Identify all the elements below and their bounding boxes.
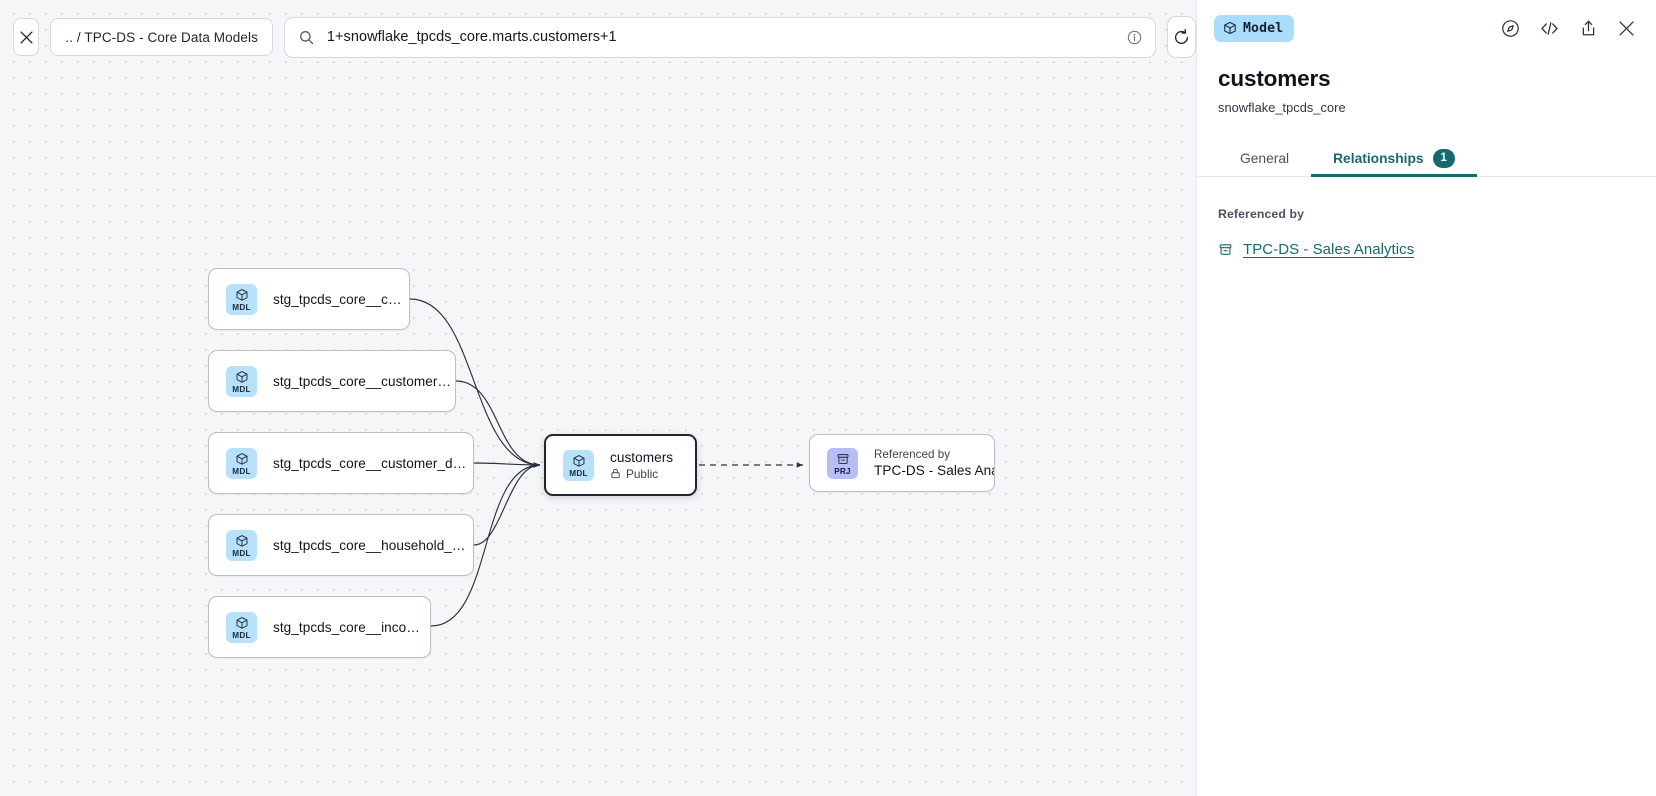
search-input[interactable]: [324, 28, 1116, 46]
graph-node[interactable]: MDL stg_tpcds_core__customer_demogra…: [208, 432, 474, 494]
panel-header-actions: [1501, 19, 1636, 38]
graph-node[interactable]: MDL stg_tpcds_core__customer: [208, 268, 410, 330]
model-chip-label: Model: [1243, 20, 1284, 36]
graph-node[interactable]: MDL stg_tpcds_core__household_demogr…: [208, 514, 474, 576]
tab-count-badge: 1: [1432, 148, 1455, 168]
cube-icon: [235, 616, 249, 630]
lineage-node-layer: MDL stg_tpcds_core__customerMDL stg_tpcds_…: [208, 268, 995, 658]
cube-icon: [235, 534, 249, 548]
graph-node-label: customers: [610, 449, 674, 465]
refresh-icon: [1174, 28, 1189, 44]
node-type-badge-mdl: MDL: [226, 611, 257, 643]
details-panel-header: Model: [1197, 0, 1656, 56]
cube-icon: [235, 452, 249, 466]
node-type-badge-mdl: MDL: [226, 365, 257, 397]
graph-node-visibility: Public: [610, 467, 673, 481]
relationships-body: Referenced by TPC-DS - Sales Analytics: [1197, 177, 1656, 258]
details-panel: Model: [1196, 0, 1656, 796]
close-icon: [20, 30, 33, 44]
referenced-by-link[interactable]: TPC-DS - Sales Analytics: [1243, 241, 1415, 258]
node-type-badge-mdl: MDL: [226, 447, 257, 479]
node-badge-text: MDL: [232, 466, 251, 476]
graph-node[interactable]: MDL stg_tpcds_core__income_band: [208, 596, 431, 658]
share-icon[interactable]: [1579, 19, 1598, 38]
lineage-toolbar: .. / TPC-DS - Core Data Models: [0, 0, 1196, 74]
project-icon: [836, 452, 850, 466]
details-tabs: General Relationships 1: [1197, 141, 1656, 177]
graph-node-kicker: Referenced by: [874, 448, 951, 461]
graph-node[interactable]: MDL stg_tpcds_core__customer_address: [208, 350, 456, 412]
graph-node-label: stg_tpcds_core__income_band: [273, 619, 430, 635]
lineage-canvas[interactable]: MDL stg_tpcds_core__customerMDL stg_tpcds_…: [0, 0, 1196, 796]
page-title: customers: [1218, 66, 1331, 91]
code-icon[interactable]: [1539, 19, 1560, 38]
lock-icon: [610, 468, 621, 479]
tab-relationships[interactable]: Relationships 1: [1311, 140, 1478, 177]
graph-node-label: TPC-DS - Sales Analytics: [874, 463, 994, 478]
close-icon[interactable]: [1617, 19, 1636, 38]
details-title-block: customers snowflake_tpcds_core: [1197, 56, 1656, 115]
graph-node-label: stg_tpcds_core__customer_address: [273, 373, 455, 389]
node-badge-text: MDL: [569, 468, 588, 478]
cube-icon: [572, 454, 586, 468]
node-type-badge-mdl: MDL: [226, 529, 257, 561]
node-type-badge-mdl: MDL: [226, 283, 257, 315]
graph-node-project[interactable]: PRJ Referenced by TPC-DS - Sales Analytics: [809, 434, 995, 492]
cube-icon: [1223, 21, 1237, 35]
visibility-label: Public: [626, 466, 659, 481]
node-badge-text: PRJ: [834, 466, 851, 476]
referenced-by-item[interactable]: TPC-DS - Sales Analytics: [1218, 241, 1636, 258]
breadcrumb: .. / TPC-DS - Core Data Models: [65, 29, 258, 45]
refresh-button[interactable]: [1166, 16, 1196, 58]
explore-icon[interactable]: [1501, 19, 1520, 38]
project-icon: [1218, 242, 1233, 257]
lineage-search-box[interactable]: [283, 16, 1156, 58]
cube-icon: [235, 288, 249, 302]
node-badge-text: MDL: [232, 548, 251, 558]
graph-node-label: stg_tpcds_core__household_demogr…: [273, 537, 473, 553]
close-lineage-button[interactable]: [13, 18, 40, 56]
referenced-by-label: Referenced by: [1218, 207, 1305, 221]
graph-node-text: Referenced by TPC-DS - Sales Analytics: [874, 448, 994, 478]
node-type-badge-mdl: MDL: [563, 449, 594, 481]
referenced-by-list: TPC-DS - Sales Analytics: [1218, 241, 1636, 258]
cube-icon: [235, 370, 249, 384]
search-icon: [299, 30, 314, 45]
tab-general[interactable]: General: [1218, 140, 1311, 176]
tab-label: Relationships: [1333, 150, 1424, 166]
node-badge-text: MDL: [232, 630, 251, 640]
breadcrumb-button[interactable]: .. / TPC-DS - Core Data Models: [50, 18, 273, 56]
model-type-chip[interactable]: Model: [1214, 14, 1295, 42]
graph-node-label: stg_tpcds_core__customer_demogra…: [273, 455, 473, 471]
page-subtitle: snowflake_tpcds_core: [1218, 100, 1346, 115]
node-type-badge-prj: PRJ: [827, 447, 858, 479]
node-badge-text: MDL: [232, 302, 251, 312]
tab-label: General: [1240, 150, 1290, 166]
graph-node-label: stg_tpcds_core__customer: [273, 291, 409, 307]
node-badge-text: MDL: [232, 384, 251, 394]
info-circle-icon[interactable]: [1127, 30, 1142, 45]
